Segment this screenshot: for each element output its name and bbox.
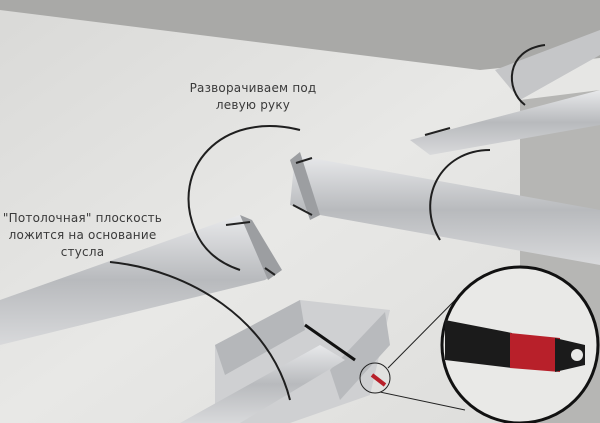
arrows xyxy=(109,44,546,401)
middle-arrow xyxy=(429,149,491,241)
middle-molding xyxy=(290,152,600,265)
saw-icon xyxy=(445,320,585,372)
ceiling-label-line2: ложится на основание xyxy=(8,228,157,242)
ceiling-label-line1: "Потолочная" плоскость xyxy=(2,211,163,225)
miter-box xyxy=(180,300,391,423)
ceiling-arrow xyxy=(109,261,291,401)
rotate-label-line1: Разворачиваем под xyxy=(189,81,317,95)
top-arrow xyxy=(511,44,546,106)
ceiling-molding xyxy=(410,30,600,155)
left-molding xyxy=(0,215,282,345)
rotate-label-line2: левую руку xyxy=(215,98,291,112)
rotate-label: Разворачиваем под левую руку xyxy=(178,80,328,114)
ceiling xyxy=(0,0,600,70)
saw-closeup-inset xyxy=(379,265,600,423)
ceiling-plane-label: "Потолочная" плоскость ложится на основа… xyxy=(0,210,165,261)
zoom-circle xyxy=(359,362,391,394)
ceiling-label-line3: стусла xyxy=(60,245,105,259)
rotate-arrow xyxy=(187,125,301,271)
